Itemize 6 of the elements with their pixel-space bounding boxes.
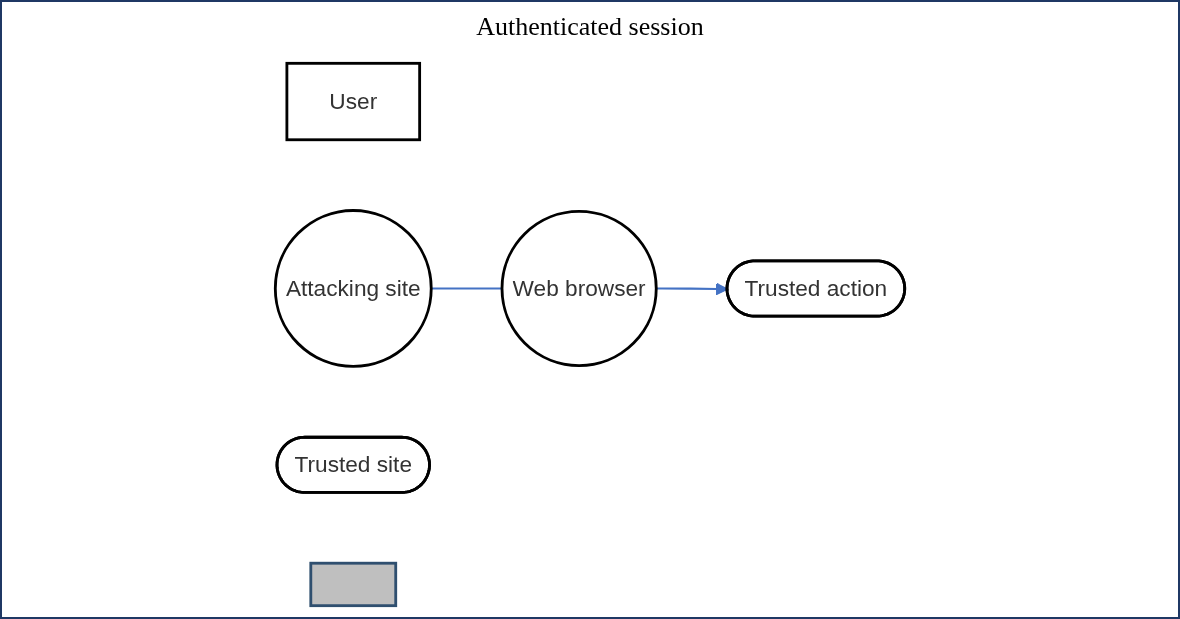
connector	[431, 287, 502, 290]
node-circle: Attacking site	[273, 209, 433, 368]
node-bar	[309, 561, 398, 608]
node-circle: Web browser	[500, 209, 658, 368]
node-box: User	[285, 61, 422, 142]
session-label: Authenticated session	[476, 12, 704, 41]
